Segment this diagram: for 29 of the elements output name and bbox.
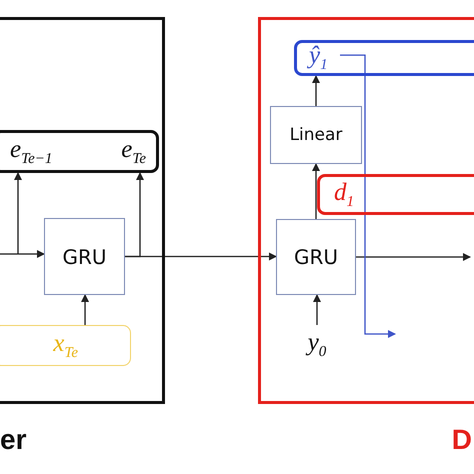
section-heading: er — [0, 424, 26, 456]
section-heading: D — [452, 424, 472, 456]
output-sequence-box — [0, 130, 159, 173]
arrow — [81, 294, 90, 325]
arrow — [313, 294, 321, 325]
decoder-frame — [258, 17, 474, 404]
arrow — [340, 54, 396, 338]
math-symbol: y$_{0}$ — [308, 330, 326, 360]
hidden-state-box — [317, 174, 474, 215]
gru-block — [276, 219, 356, 295]
math-symbol: e$_{Te−1}$ — [10, 136, 52, 166]
math-symbol: e$_{Te}$ — [121, 136, 146, 166]
input-sequence-box — [0, 325, 131, 366]
linear-block — [270, 106, 362, 164]
arrow — [356, 253, 471, 261]
arrow — [0, 250, 45, 258]
arrow — [125, 252, 277, 260]
arrow — [14, 172, 22, 254]
gru-block — [44, 218, 125, 295]
block-label: GRU — [294, 245, 338, 269]
math-symbol: x$_{Te}$ — [53, 330, 78, 360]
arrow — [312, 163, 320, 219]
prediction-box — [294, 40, 474, 76]
math-symbol: d$_{1}$ — [334, 180, 354, 210]
math-symbol: ŷ$_{1}$ — [309, 43, 328, 73]
block-label: GRU — [62, 244, 107, 268]
encoder-frame — [0, 17, 165, 404]
arrow — [312, 75, 320, 106]
block-label: Linear — [290, 125, 342, 145]
